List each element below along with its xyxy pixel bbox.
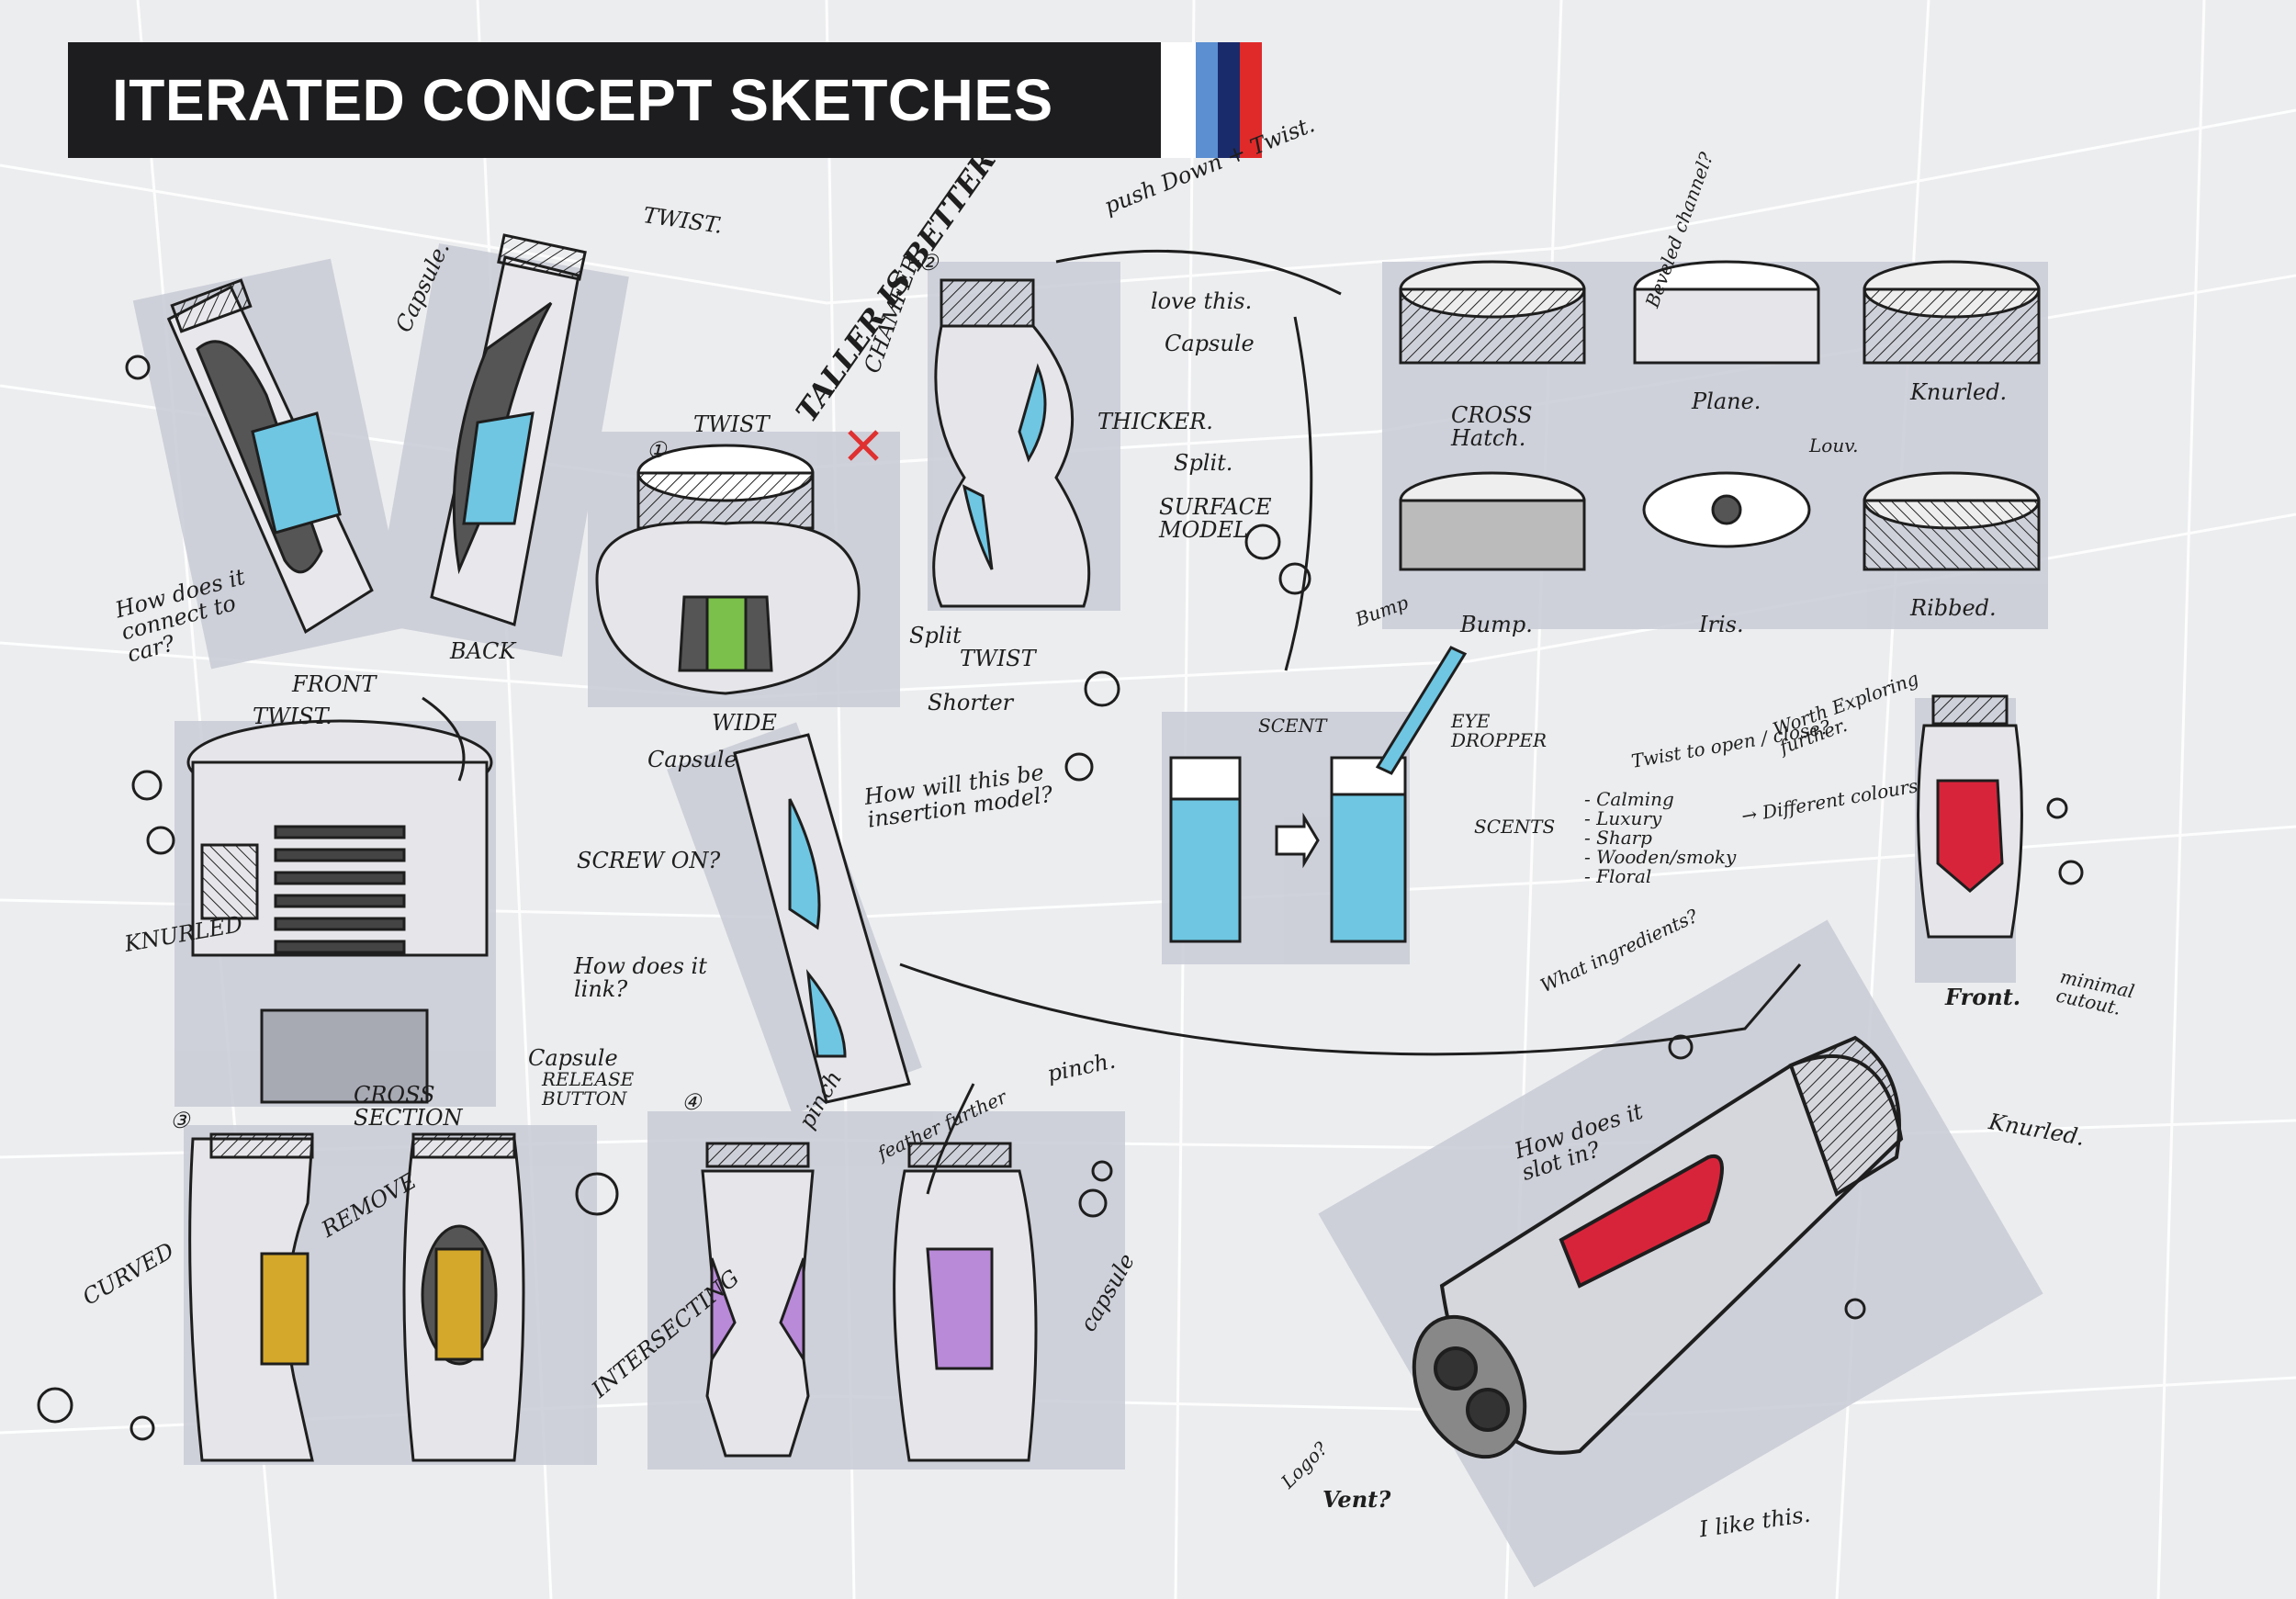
concept-twist-sketch [932, 278, 1091, 608]
note-cap-ribbed: Ribbed. [1910, 595, 1997, 621]
note-eye-dropper: EYE DROPPER [1451, 710, 1548, 751]
note-number-3: ③ [170, 1108, 190, 1133]
note-louvre: Louv. [1809, 434, 1859, 456]
concept-pinch-sketch [701, 1142, 1038, 1462]
note-split-1: Split. [1174, 450, 1233, 476]
scent-list-item: - Calming [1584, 788, 1674, 810]
note-cap-iris: Iris. [1699, 612, 1744, 637]
note-cross-section: CROSS SECTION [354, 1082, 463, 1132]
concept-wide-sketch [595, 430, 879, 695]
cap-variations-grid [1399, 260, 2041, 571]
flag-stripes [1161, 42, 1262, 158]
note-number-4: ④ [681, 1089, 702, 1115]
note-cap-cross: CROSS Hatch. [1451, 402, 1533, 452]
note-scent: SCENT [1258, 715, 1327, 737]
note-release-button: RELEASE BUTTON [542, 1068, 635, 1109]
concept-diagonal-sketch [733, 733, 911, 1104]
concept-screw-sketch [186, 719, 493, 1104]
scent-list-item: - Wooden/smoky [1584, 846, 1737, 868]
concept-front-sketch [166, 278, 374, 634]
note-split-2: Split [909, 623, 962, 648]
note-cap-plane: Plane. [1692, 388, 1761, 414]
note-screw-on: SCREW ON? [577, 848, 721, 873]
note-wide: WIDE [712, 710, 777, 736]
note-love-this: love this. [1151, 288, 1253, 314]
note-back: BACK [450, 638, 516, 664]
note-how-link: How does it link? [574, 953, 707, 1003]
note-vent: Vent? [1322, 1486, 1391, 1513]
concept-curved-sketch [188, 1132, 525, 1462]
concept-red-front-sketch [1917, 694, 2023, 939]
note-capsule-4: Capsule [528, 1045, 618, 1071]
note-shorter: Shorter [928, 690, 1014, 715]
note-cap-bump: Bump. [1460, 612, 1533, 637]
note-capsule-2: Capsule [1165, 331, 1255, 356]
concept-back-sketch [430, 233, 587, 626]
note-front: FRONT [292, 671, 377, 697]
note-scents: SCENTS [1474, 816, 1556, 838]
title-bar: ITERATED CONCEPT SKETCHES [68, 42, 1161, 158]
note-number-1: ① [647, 437, 667, 463]
scent-list-item: - Floral [1584, 865, 1652, 887]
concept-red-perspective-sketch [1412, 1035, 1904, 1459]
note-front-2: Front. [1945, 984, 2021, 1010]
note-cap-knurled: Knurled. [1910, 379, 2008, 405]
note-capsule-3: Capsule [647, 747, 737, 772]
scent-list: - Calming - Luxury - Sharp - Wooden/smok… [1584, 790, 1736, 886]
note-thicker: THICKER. [1097, 409, 1213, 434]
scent-list-item: - Sharp [1584, 827, 1652, 849]
note-number-2: ② [918, 250, 939, 276]
page-title: ITERATED CONCEPT SKETCHES [112, 67, 1053, 133]
note-twist-3: TWIST [960, 646, 1036, 671]
scent-list-item: - Luxury [1584, 807, 1662, 829]
note-twist-4: TWIST. [253, 704, 332, 729]
note-surface-model: SURFACE MODEL [1159, 494, 1272, 544]
note-twist-2: TWIST [693, 411, 770, 437]
scent-tubes [1169, 646, 1468, 943]
